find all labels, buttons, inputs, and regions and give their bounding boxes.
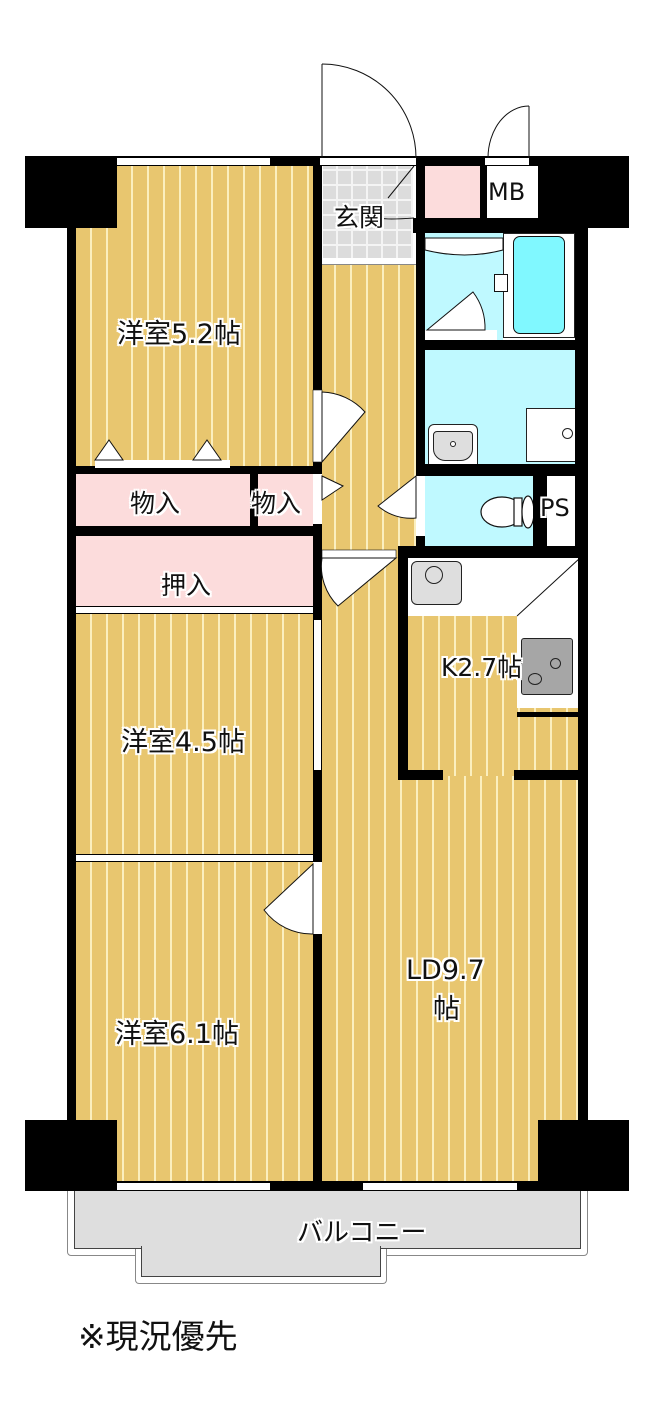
room-label-entrance: 玄関 bbox=[334, 203, 385, 232]
outer-wall-bottom bbox=[117, 1181, 538, 1191]
entrance-door-diagonal bbox=[379, 165, 415, 220]
room-label-kitchen: K2.7帖 bbox=[441, 653, 523, 682]
balcony-area-join bbox=[142, 1244, 380, 1250]
room-label-balcony: バルコニー bbox=[297, 1218, 427, 1248]
wall-mb-left bbox=[480, 166, 487, 228]
wall-wet-bottom bbox=[398, 546, 578, 558]
storage-1-area bbox=[76, 474, 250, 526]
pillar-top-right bbox=[538, 156, 629, 228]
room-label-meter-box: MB bbox=[488, 178, 526, 206]
room-label-closet: 押入 bbox=[161, 571, 212, 600]
window-bottom-room3 bbox=[117, 1182, 270, 1191]
room-label-western-1: 洋室5.2帖 bbox=[117, 319, 241, 350]
entrance-door-icon[interactable] bbox=[320, 62, 420, 162]
western-room-2-floor bbox=[76, 614, 313, 858]
western-room-1-upper-floor bbox=[117, 164, 313, 469]
toilet-door-icon[interactable] bbox=[376, 474, 426, 544]
mb-door-icon[interactable] bbox=[486, 104, 536, 160]
window-bottom-ld bbox=[363, 1182, 517, 1191]
room-label-ld-line2: 帖 bbox=[433, 994, 460, 1025]
room3-door-icon[interactable] bbox=[260, 862, 322, 942]
wall-lavatory-bottom bbox=[425, 464, 578, 476]
pipe-space-area bbox=[547, 476, 575, 546]
bath-door-icon bbox=[424, 237, 504, 256]
washroom-door-icon[interactable] bbox=[425, 290, 497, 350]
kitchen-sink-icon bbox=[411, 561, 462, 605]
outer-wall-left bbox=[67, 228, 76, 1120]
room2-sliding-door[interactable] bbox=[76, 854, 313, 862]
toilet-icon bbox=[480, 495, 535, 529]
wall-storage-closet bbox=[76, 526, 320, 536]
storage2-door-icon[interactable] bbox=[313, 474, 349, 524]
window-top-room1 bbox=[117, 157, 270, 166]
room1-door-icon[interactable] bbox=[312, 389, 373, 470]
entrance-step bbox=[320, 258, 416, 265]
room-label-ld-line1: LD9.7 bbox=[406, 955, 485, 986]
wall-bath-right bbox=[575, 228, 578, 558]
wall-kitchen-bottom-right bbox=[514, 770, 578, 780]
kitchen-counter-edge bbox=[517, 712, 578, 717]
room-label-western-3: 洋室6.1帖 bbox=[115, 1019, 239, 1050]
ld-door-icon[interactable] bbox=[320, 549, 398, 610]
stove-icon bbox=[521, 638, 573, 695]
meter-box-side-area bbox=[425, 166, 480, 218]
wall-toilet-ps bbox=[533, 470, 547, 554]
closet-area bbox=[76, 536, 313, 606]
kitchen-counter-corner bbox=[516, 556, 581, 618]
storage-folding-door-icon[interactable] bbox=[94, 436, 235, 470]
room-label-western-2: 洋室4.5帖 bbox=[121, 727, 245, 758]
room-label-pipe-space: PS bbox=[540, 494, 570, 522]
wall-room1-storage bbox=[76, 466, 320, 474]
room2-ld-sliding-door[interactable] bbox=[313, 620, 322, 770]
entrance-floor bbox=[323, 166, 413, 259]
wall-entrance-bottom bbox=[413, 218, 578, 233]
washing-machine-pan-icon bbox=[526, 408, 578, 462]
pillar-top-left bbox=[25, 156, 117, 228]
wash-basin-icon bbox=[428, 424, 478, 466]
outer-wall-right bbox=[578, 228, 588, 1120]
meter-box-area bbox=[487, 166, 529, 218]
wall-kitchen-bottom-left bbox=[398, 770, 443, 780]
mb-door-sill bbox=[485, 157, 529, 166]
closet-sliding-door[interactable] bbox=[76, 606, 313, 614]
note-current-condition-priority: ※現況優先 bbox=[78, 1317, 238, 1356]
wall-storage-divider bbox=[250, 466, 258, 530]
storage-2-area bbox=[258, 474, 313, 526]
wall-hall-wet bbox=[416, 166, 425, 554]
balcony-area bbox=[74, 1186, 581, 1249]
bathtub-icon bbox=[513, 236, 565, 334]
room-label-storage-1: 物入 bbox=[130, 489, 181, 518]
wall-kitchen-left bbox=[398, 550, 408, 780]
balcony-area-lower bbox=[141, 1246, 381, 1277]
bath-faucet-icon bbox=[494, 274, 508, 292]
pillar-bottom-left bbox=[25, 1120, 117, 1191]
pillar-bottom-right bbox=[538, 1120, 629, 1191]
entrance-door-sill bbox=[320, 157, 416, 166]
wall-bath-bottom bbox=[425, 340, 578, 350]
room-label-storage-2: 物入 bbox=[251, 489, 302, 518]
